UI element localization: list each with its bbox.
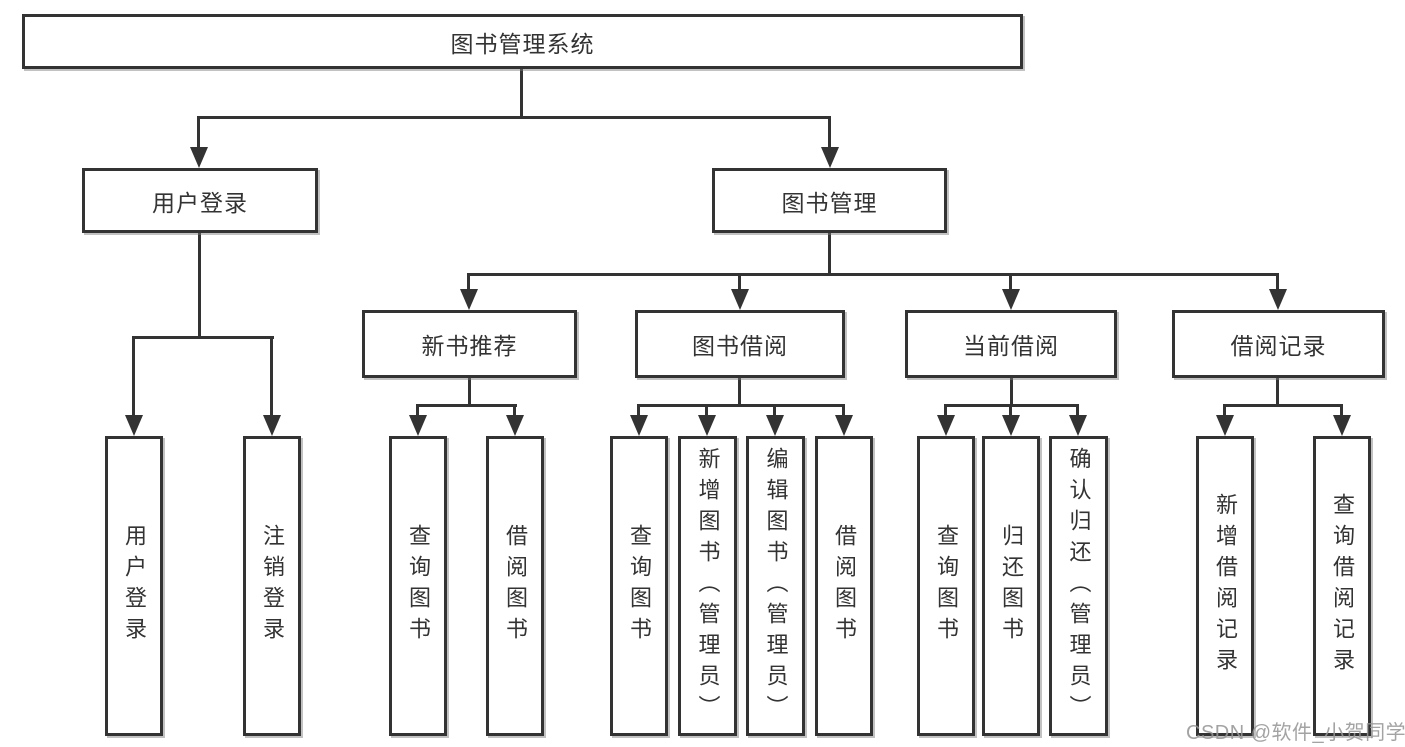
connector-line [828,233,831,274]
node-label: 用户登录 [152,189,248,216]
connector-line [738,378,741,405]
connector-line [1276,378,1279,405]
node-label: 用户登录 [122,524,147,648]
node-label: 查询图书 [627,524,652,648]
connector-line [1010,378,1013,405]
node-book-management: 图书管理 [712,168,947,233]
connector-arrow [937,404,955,436]
connector-arrow [1002,273,1020,310]
connector-arrow [731,273,749,310]
node-leaf-query-book-2: 查询图书 [610,436,668,736]
node-leaf-add-borrow-record: 新增借阅记录 [1196,436,1254,736]
connector-arrow [125,336,143,436]
node-leaf-confirm-return-admin: 确认归还（管理员） [1049,436,1108,736]
node-leaf-add-book-admin: 新增图书（管理员） [678,436,737,736]
node-user-login: 用户登录 [82,168,318,233]
node-leaf-query-book-1: 查询图书 [389,436,447,736]
connector-arrow [766,404,784,436]
connector-line [468,378,471,405]
connector-line [1225,404,1343,407]
node-label: 借阅图书 [832,524,857,648]
connector-line [468,273,1279,276]
connector-arrow [409,404,427,436]
node-label: 归还图书 [999,524,1024,648]
connector-line [199,116,831,119]
connector-line [418,404,517,407]
node-label: 注销登录 [260,524,285,648]
node-label: 借阅图书 [503,524,528,648]
node-label: 图书管理系统 [450,30,595,57]
node-borrow-record: 借阅记录 [1172,310,1385,378]
connector-arrow [630,404,648,436]
node-leaf-return-book: 归还图书 [982,436,1040,736]
node-label: 新书推荐 [421,333,518,359]
node-label: 新增借阅记录 [1213,493,1238,679]
node-leaf-query-book-3: 查询图书 [917,436,975,736]
node-leaf-borrow-book-1: 借阅图书 [486,436,544,736]
node-label: 新增图书（管理员） [695,446,721,726]
node-label: 查询图书 [406,524,431,648]
connector-arrow [460,273,478,310]
node-label: 图书借阅 [692,333,788,359]
node-label: 确认归还（管理员） [1066,446,1092,726]
connector-line [198,233,201,337]
connector-arrow [1333,404,1351,436]
node-label: 当前借阅 [963,333,1059,359]
node-label: 借阅记录 [1230,333,1327,359]
node-leaf-borrow-book-2: 借阅图书 [815,436,873,736]
node-leaf-edit-book-admin: 编辑图书（管理员） [746,436,805,736]
node-leaf-query-borrow-record: 查询借阅记录 [1313,436,1371,736]
connector-arrow [1069,404,1087,436]
connector-arrow [190,116,208,168]
watermark: CSDN @软件_小贺同学 [1186,722,1405,744]
node-leaf-logout: 注销登录 [243,436,301,736]
connector-line [639,404,845,407]
node-system-root: 图书管理系统 [22,14,1023,69]
connector-arrow [835,404,853,436]
connector-line [133,336,274,339]
node-label: 查询借阅记录 [1330,493,1355,679]
connector-line [946,404,1079,407]
connector-arrow [263,336,281,436]
node-leaf-user-login: 用户登录 [105,436,163,736]
connector-line [520,69,523,117]
connector-arrow [698,404,716,436]
node-label: 查询图书 [934,524,959,648]
node-new-book-recommend: 新书推荐 [362,310,577,378]
connector-arrow [506,404,524,436]
node-label: 图书管理 [781,189,878,216]
connector-arrow [1269,273,1287,310]
connector-arrow [1216,404,1234,436]
node-book-borrow: 图书借阅 [635,310,845,378]
node-label: 编辑图书（管理员） [763,446,789,726]
connector-arrow [1002,404,1020,436]
node-current-borrow: 当前借阅 [905,310,1117,378]
connector-arrow [821,116,839,168]
